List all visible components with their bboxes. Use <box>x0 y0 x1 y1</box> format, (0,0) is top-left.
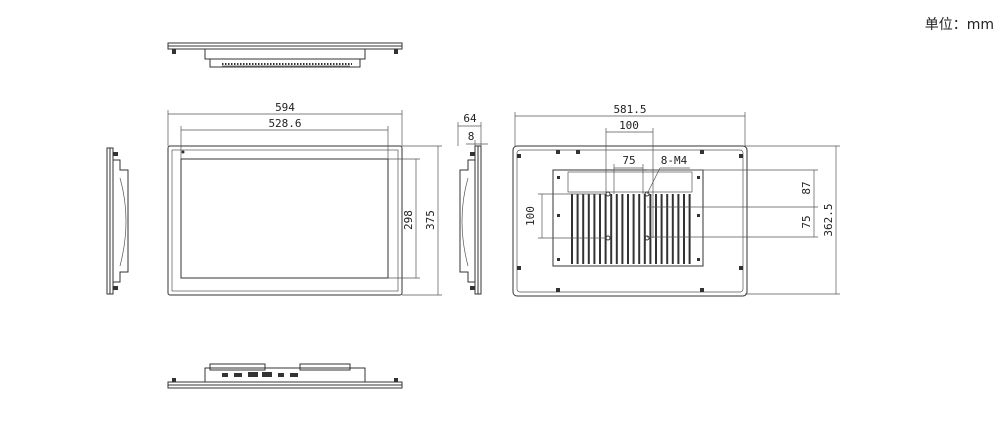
rear-heatsink-area <box>552 169 704 267</box>
top-view <box>167 42 403 68</box>
dim-screen-width-528: 528.6 <box>268 117 301 130</box>
front-width-dimensions <box>167 110 403 159</box>
dim-screen-height-298: 298 <box>402 210 415 230</box>
front-screen-area <box>180 158 389 279</box>
unit-label: 单位：mm <box>924 17 994 33</box>
dim-bezel-8: 8 <box>468 130 475 143</box>
front-height-dimensions <box>388 145 442 296</box>
dim-mount-screws: 8-M4 <box>661 154 688 167</box>
dim-width-594: 594 <box>275 101 295 114</box>
dim-75-right: 75 <box>800 215 813 228</box>
left-side-view <box>106 147 129 295</box>
rear-view <box>512 145 748 297</box>
dim-height-375: 375 <box>424 210 437 230</box>
dim-rear-height-362: 362.5 <box>822 203 835 236</box>
dim-vesa-100-left: 100 <box>524 206 537 226</box>
right-side-view <box>457 122 488 295</box>
dim-vesa-75-top: 75 <box>622 154 635 167</box>
dim-vesa-100-top: 100 <box>619 119 639 132</box>
dim-87: 87 <box>800 181 813 194</box>
rear-dimensions <box>514 112 840 295</box>
bottom-view <box>167 363 403 389</box>
dim-depth-64: 64 <box>463 112 477 125</box>
dim-rear-width-581: 581.5 <box>613 103 646 116</box>
front-view <box>167 145 403 296</box>
